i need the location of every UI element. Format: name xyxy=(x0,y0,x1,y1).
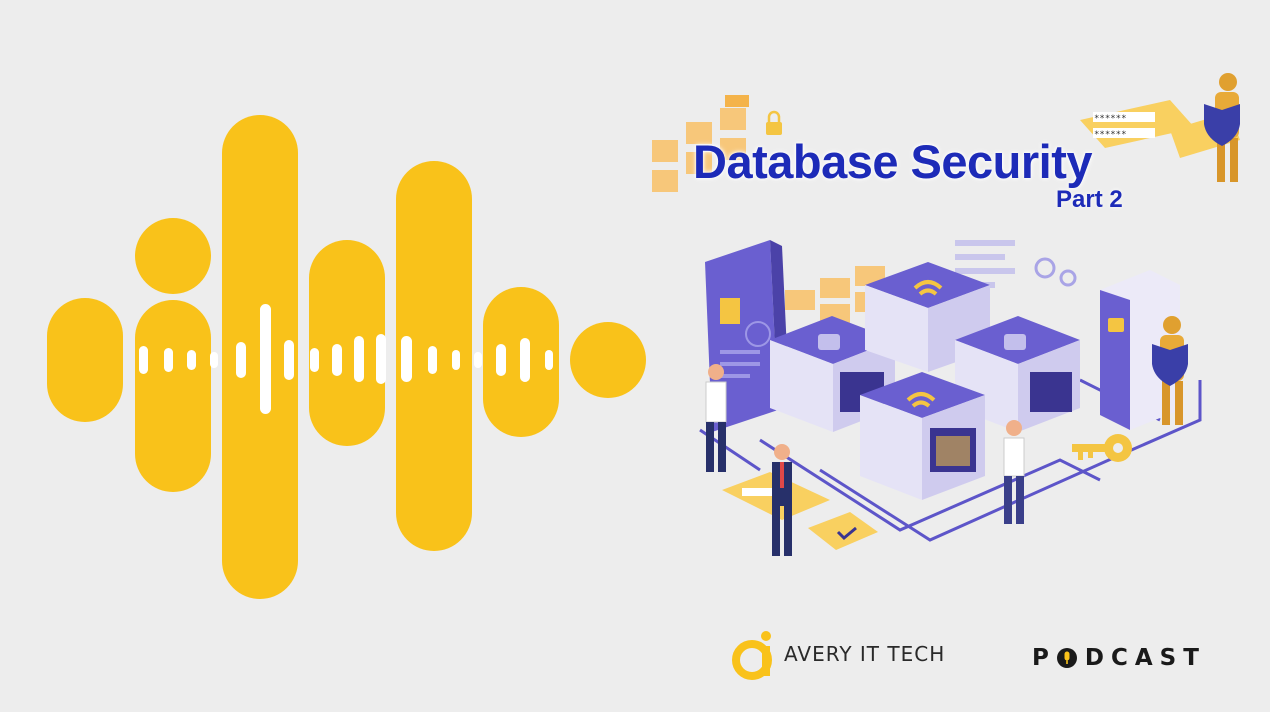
wifi-icon xyxy=(906,392,936,402)
audio-waveform-graphic xyxy=(47,115,646,599)
person-right xyxy=(1003,420,1025,524)
folder-tiles xyxy=(652,95,749,192)
podcast-letters-rest: DCAST xyxy=(1084,645,1206,671)
avery-it-tech-brand: AVERY IT TECH xyxy=(730,628,945,680)
person-left xyxy=(705,364,727,472)
person-center xyxy=(772,444,792,556)
gear-icon xyxy=(1034,257,1056,279)
waveform-dot xyxy=(570,322,646,398)
waveform-dot xyxy=(135,218,211,294)
podcast-letter-p: P xyxy=(1032,645,1056,671)
lock-icon xyxy=(766,110,782,135)
fingerprint-icon xyxy=(745,321,771,347)
waveform-bar xyxy=(135,300,211,492)
password-card-bottom xyxy=(722,472,878,550)
lock-icon xyxy=(1004,334,1026,350)
episode-subtitle: Part 2 xyxy=(1056,186,1123,213)
password-mask-text: ****** xyxy=(1094,130,1127,140)
episode-title: Database Security xyxy=(693,135,1093,188)
gear-icon xyxy=(1059,269,1077,287)
waveform-inner-pulse xyxy=(139,304,553,414)
microphone-icon xyxy=(1056,648,1077,668)
robot-guard xyxy=(1152,316,1188,425)
brand-name: AVERY IT TECH xyxy=(784,642,946,666)
server-block-top-wifi xyxy=(865,262,990,372)
server-rack-right xyxy=(1100,270,1180,430)
checkmark-icon xyxy=(836,526,857,541)
server-block-front-wifi xyxy=(860,372,985,500)
podcast-wordmark: P DCAST xyxy=(1032,645,1206,671)
password-mask-text: ****** xyxy=(1094,114,1127,124)
database-security-illustration: ****** ****** xyxy=(652,73,1240,556)
robot-guard xyxy=(1204,73,1240,182)
waveform-bars xyxy=(47,115,646,599)
key-icon xyxy=(1072,434,1132,462)
waveform-bar xyxy=(47,298,123,422)
shield-icon xyxy=(1204,104,1240,146)
lock-icon xyxy=(1108,318,1124,332)
avery-logo-icon xyxy=(732,631,772,680)
wifi-icon xyxy=(913,280,943,290)
lock-icon xyxy=(818,334,840,350)
waveform-bar xyxy=(309,240,385,446)
